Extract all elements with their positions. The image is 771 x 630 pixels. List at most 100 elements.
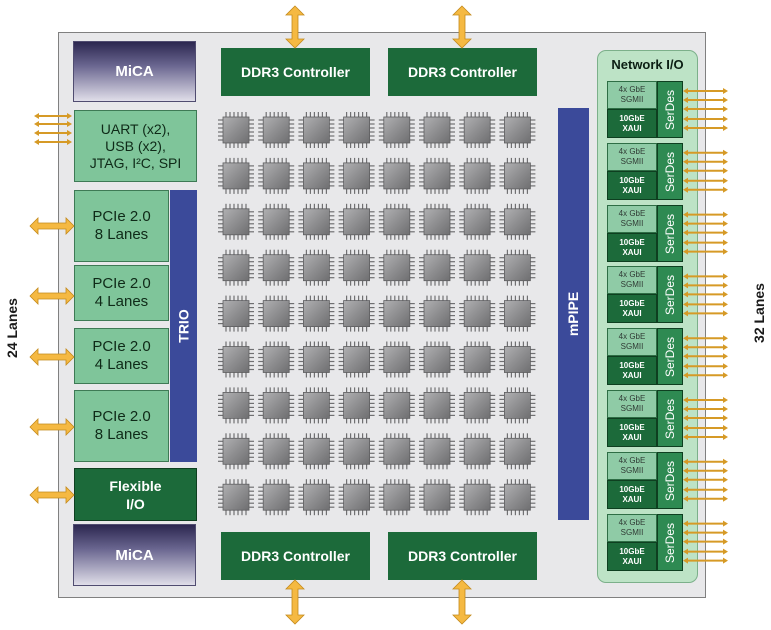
serdes-block: SerDes (657, 390, 683, 447)
tile-6-8 (499, 341, 536, 378)
thin-arrow-head (683, 88, 688, 94)
network-thin-arrow-4-5 (683, 310, 728, 317)
tile-body (463, 116, 491, 144)
tile-body (423, 391, 451, 419)
thin-arrow-head (723, 406, 728, 412)
tile-body (463, 208, 491, 236)
serdes-block: SerDes (657, 205, 683, 262)
port-xaui-line-2: XAUI (622, 432, 642, 442)
tile-body (463, 483, 491, 511)
tile-3-3 (298, 203, 335, 240)
thin-arrow-head (67, 130, 72, 136)
tile-3-4 (338, 203, 375, 240)
network-thin-arrow-4-4 (683, 301, 728, 308)
port-sgmii-line-2: SGMII (620, 404, 644, 413)
network-thin-arrow-6-4 (683, 425, 728, 431)
serdes-block: SerDes (657, 81, 683, 138)
tile-4-2 (258, 249, 295, 286)
tile-4-5 (378, 249, 415, 286)
tile-6-4 (338, 341, 375, 378)
thin-arrow-head (683, 529, 688, 536)
tile-3-2 (258, 203, 295, 240)
port-sgmii-line-1: 4x GbE (618, 394, 646, 403)
thin-arrow-head (34, 130, 39, 136)
tile-body (503, 208, 531, 236)
tile-1-8 (499, 112, 536, 148)
serdes-block: SerDes (657, 452, 683, 509)
tile-body (503, 346, 531, 373)
network-thin-arrow-3-4 (683, 239, 728, 246)
network-thin-arrow-1-3 (683, 106, 728, 112)
thin-arrow-head (683, 538, 688, 545)
network-thin-arrow-1-5 (683, 125, 728, 131)
thin-arrow-head (723, 557, 728, 564)
thin-arrow-head (723, 372, 728, 379)
thin-arrow-head (723, 425, 728, 431)
network-thin-arrow-7-2 (683, 467, 728, 474)
tile-body (463, 162, 491, 190)
serdes-block: SerDes (657, 514, 683, 571)
thin-arrow-head (723, 88, 728, 94)
thin-arrow-head (683, 116, 688, 122)
tile-9-2 (258, 479, 295, 516)
tile-body (262, 437, 290, 465)
tile-body (383, 346, 411, 373)
network-thin-arrow-8-3 (683, 538, 728, 545)
tile-6-3 (298, 341, 335, 378)
port-sgmii-line-1: 4x GbE (618, 270, 646, 279)
tile-2-4 (338, 157, 375, 194)
port-xaui-line-2: XAUI (622, 247, 642, 257)
tile-5-5 (378, 295, 415, 332)
network-thin-arrow-8-4 (683, 548, 728, 555)
ddr3-controller-bottom-right: DDR3 Controller (388, 532, 537, 580)
tile-4-1 (218, 249, 254, 286)
thin-arrow-head (683, 229, 688, 236)
tile-body (343, 346, 371, 373)
tile-2-1 (218, 157, 254, 194)
thin-arrow-head (683, 149, 688, 156)
thin-arrow-head (683, 495, 688, 502)
thin-arrow-head (723, 177, 728, 184)
pcie-1-line-1: PCIe 2.0 (92, 208, 151, 225)
tile-7-8 (499, 387, 536, 424)
thin-arrow-head (723, 273, 728, 280)
tile-body (302, 346, 330, 373)
tile-1-2 (258, 112, 295, 148)
tile-8-6 (419, 433, 455, 470)
thin-arrow-head (723, 467, 728, 474)
thin-arrow-head (683, 186, 688, 193)
tile-5-1 (218, 295, 254, 332)
tile-6-5 (378, 341, 415, 378)
tile-1-7 (459, 112, 496, 148)
thin-arrow-head (683, 344, 688, 351)
tile-body (262, 208, 290, 236)
thin-arrow-head (723, 520, 728, 527)
flexible-io-line-2: I/O (126, 495, 145, 512)
tile-body (262, 391, 290, 419)
thin-arrow-head (723, 415, 728, 421)
tile-body (383, 116, 411, 144)
thin-arrow-head (723, 548, 728, 555)
network-thin-arrow-8-2 (683, 529, 728, 536)
network-thin-arrow-1-2 (683, 97, 728, 103)
tile-body (383, 162, 411, 190)
tile-3-7 (459, 203, 496, 240)
thin-arrow-head (34, 121, 39, 127)
port-xaui-line-2: XAUI (622, 556, 642, 566)
thin-arrow-head (723, 149, 728, 156)
port-xaui-line-2: XAUI (622, 123, 642, 133)
thin-arrow-head (723, 282, 728, 289)
thin-arrow-head (723, 229, 728, 236)
thin-arrow-head (723, 495, 728, 502)
network-thin-arrow-6-2 (683, 406, 728, 412)
